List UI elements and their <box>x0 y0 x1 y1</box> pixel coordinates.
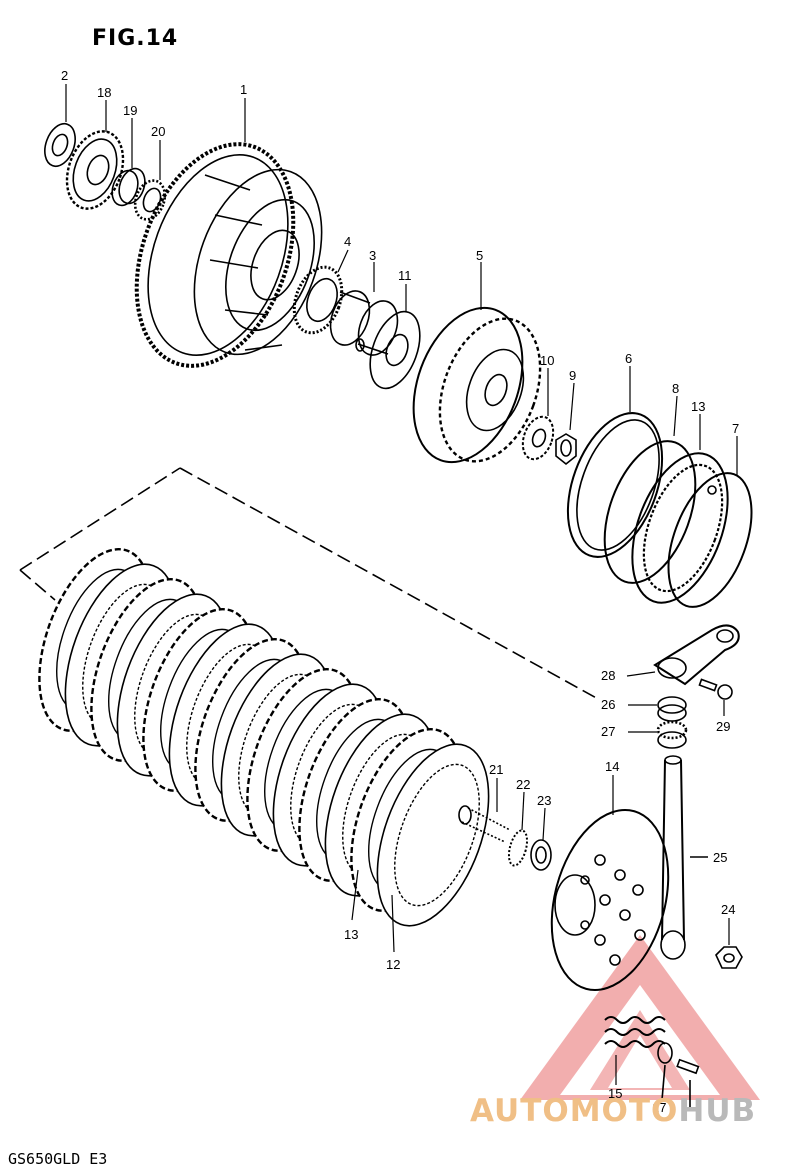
callout-1: 1 <box>240 82 247 97</box>
part-4-bearing <box>292 265 344 335</box>
watermark-secondary: HUB <box>678 1093 757 1129</box>
part-18-gear <box>65 130 125 210</box>
part-10-lock-washer <box>521 415 555 461</box>
callout-8: 8 <box>672 381 679 396</box>
part-2-washer <box>44 122 76 168</box>
callout-26: 26 <box>601 697 615 712</box>
callout-13-bottom: 13 <box>344 927 358 942</box>
assembly-outline-left <box>19 467 181 571</box>
watermark-text: AUTOMOTOHUB <box>470 1093 795 1133</box>
part-29-bolt <box>698 678 733 700</box>
part-7-circlip <box>667 472 753 608</box>
part-6-ring <box>566 412 664 558</box>
callout-14: 14 <box>605 759 619 774</box>
assembly-outline-bottom <box>19 569 56 601</box>
part-23-washer <box>530 839 552 871</box>
clutch-plate-inner <box>394 763 480 907</box>
part-25-push-rod <box>660 755 708 960</box>
callout-22: 22 <box>516 777 530 792</box>
part-9-nut <box>555 433 577 466</box>
callout-9: 9 <box>569 368 576 383</box>
part-26-nut <box>657 696 687 722</box>
part-8-ring <box>603 440 697 584</box>
callout-2: 2 <box>61 68 68 83</box>
callout-20: 20 <box>151 124 165 139</box>
callout-25: 25 <box>713 850 727 865</box>
callout-11: 11 <box>398 268 412 283</box>
part-15-spring <box>604 1016 666 1048</box>
callout-23: 23 <box>537 793 551 808</box>
callout-28: 28 <box>601 668 615 683</box>
callout-12: 12 <box>386 957 400 972</box>
clutch-plate-stack <box>38 548 490 927</box>
callout-27: 27 <box>601 724 615 739</box>
callout-29: 29 <box>716 719 730 734</box>
figure-title: FIG.14 <box>92 26 179 51</box>
callout-21: 21 <box>489 762 503 777</box>
callout-7: 7 <box>732 421 739 436</box>
part-24-nut <box>715 946 743 969</box>
part-13-drive-plate-top <box>631 452 729 604</box>
part-14-pressure-plate <box>550 809 670 991</box>
part-21-bolt <box>458 805 511 843</box>
callout-3: 3 <box>369 248 376 263</box>
model-code: GS650GLD E3 <box>8 1150 108 1168</box>
callout-24: 24 <box>721 902 735 917</box>
part-3-sleeve <box>329 290 399 356</box>
callout-17: 17 <box>652 1100 666 1115</box>
callout-4: 4 <box>344 234 351 249</box>
callout-13-top: 13 <box>691 399 705 414</box>
callout-18: 18 <box>97 85 111 100</box>
callout-15: 15 <box>608 1086 622 1101</box>
callout-19: 19 <box>123 103 137 118</box>
watermark-primary: AUTOMOTO <box>470 1093 679 1129</box>
callout-10: 10 <box>540 353 554 368</box>
part-22-washer <box>507 829 529 867</box>
leader-lines <box>65 84 738 1085</box>
part-17-bolt <box>657 1042 700 1110</box>
part-5-clutch-hub <box>412 306 542 464</box>
part-19-spacer <box>111 167 146 207</box>
part-27-oil-seal <box>656 720 688 749</box>
callout-6: 6 <box>625 351 632 366</box>
part-1-clutch-housing <box>134 142 323 368</box>
callout-labels: 1 2 18 19 20 4 3 11 5 10 9 6 8 13 7 28 2… <box>61 68 739 1115</box>
callout-5: 5 <box>476 248 483 263</box>
part-28-release-arm <box>653 624 740 686</box>
clutch-plate <box>376 743 490 927</box>
part-11-thrust-washer <box>369 310 421 390</box>
